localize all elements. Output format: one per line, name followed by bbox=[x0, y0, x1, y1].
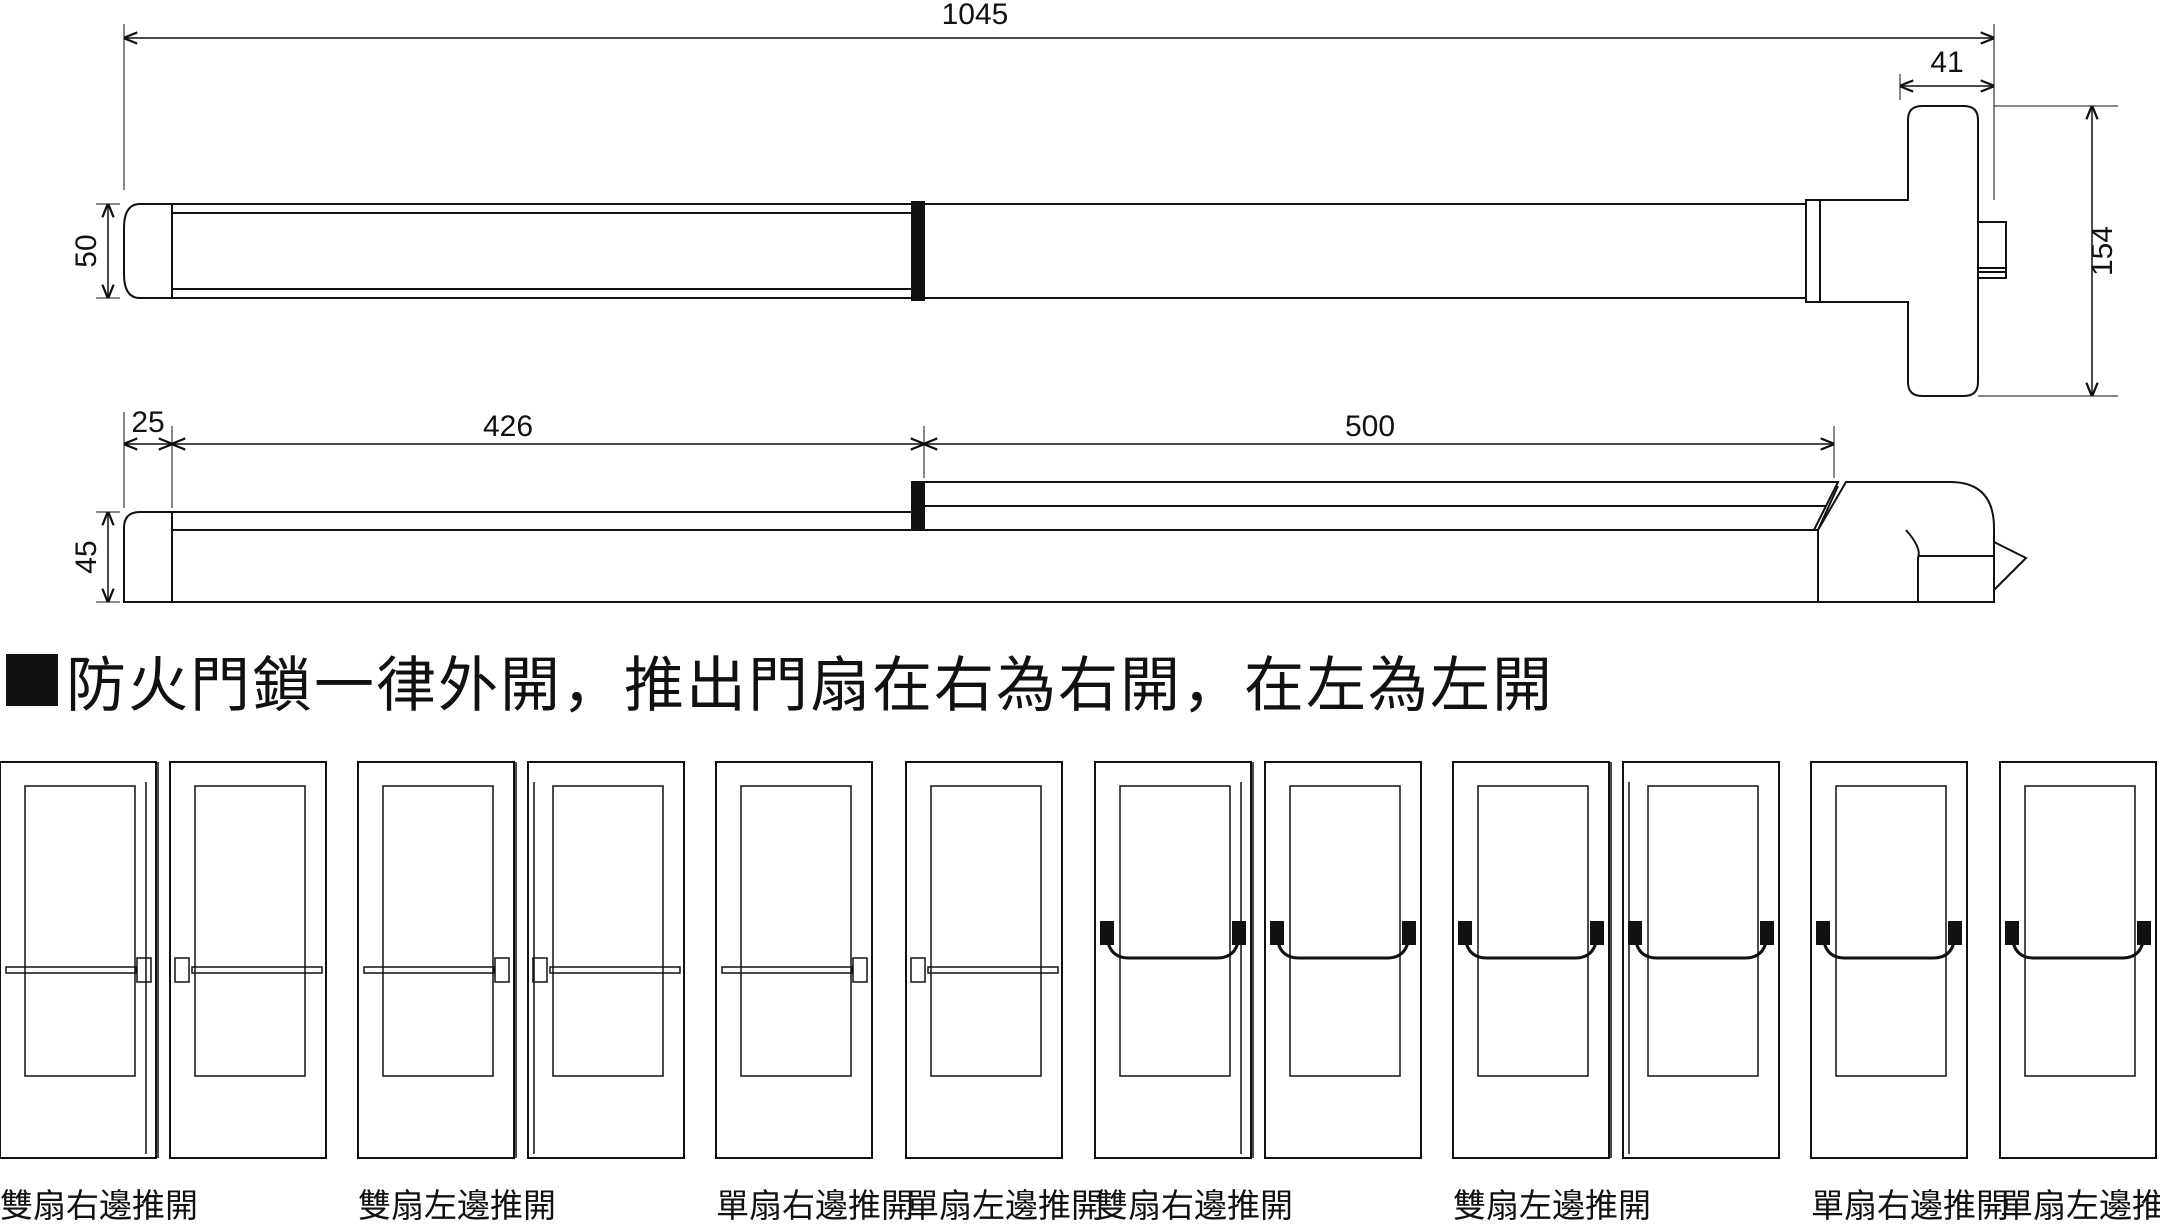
door-leaf bbox=[715, 761, 873, 1159]
loop-handle bbox=[1463, 931, 1599, 960]
door-caption: 雙扇左邊推開 bbox=[358, 1186, 556, 1225]
push-bar-lock bbox=[910, 957, 926, 983]
door-leaf-right bbox=[169, 761, 327, 1159]
top-view-latch-plate bbox=[1805, 199, 1821, 303]
door-glass-panel bbox=[1647, 785, 1759, 1077]
side-view-latch-cutout bbox=[1905, 529, 1994, 602]
side-view bbox=[96, 412, 2028, 603]
top-view-push-channel bbox=[171, 212, 913, 290]
door-glass-panel bbox=[24, 785, 136, 1077]
door-leaf-left bbox=[1094, 761, 1252, 1159]
door-leaf-right bbox=[527, 761, 685, 1159]
loop-handle bbox=[1105, 931, 1241, 960]
dim-body: 500 bbox=[1345, 410, 1395, 443]
dim-handle-offset: 41 bbox=[1930, 46, 1963, 79]
push-bar bbox=[549, 966, 681, 974]
door-leaf bbox=[905, 761, 1063, 1159]
door-caption: 單扇右邊推開 bbox=[716, 1186, 914, 1225]
side-view-detail-line bbox=[1817, 485, 1839, 531]
push-bar bbox=[721, 966, 853, 974]
door-leaf bbox=[357, 761, 515, 1159]
door-leaf bbox=[1999, 761, 2157, 1159]
top-view-handle bbox=[1805, 105, 1979, 397]
side-view-touchpad bbox=[923, 481, 1840, 531]
black-square-bullet bbox=[6, 654, 58, 706]
side-view-push-bar bbox=[171, 511, 913, 531]
door-leaf-right bbox=[1264, 761, 1422, 1159]
side-view-divider bbox=[911, 481, 925, 531]
door-leaf bbox=[169, 761, 327, 1159]
door-glass-panel bbox=[2024, 785, 2136, 1077]
loop-handle bbox=[1633, 931, 1769, 960]
push-bar bbox=[5, 966, 137, 974]
top-view-end-cap bbox=[123, 203, 173, 299]
dim-end-cap: 25 bbox=[131, 406, 164, 439]
push-bar-lock bbox=[136, 957, 152, 983]
push-bar-lock bbox=[852, 957, 868, 983]
door-leaf bbox=[1094, 761, 1252, 1159]
headline: 防火門鎖一律外開，推出門扇在右為右開，在左為左開 bbox=[6, 640, 1554, 721]
door-caption: 單扇左邊推開 bbox=[2000, 1186, 2160, 1225]
dim-bar-height: 50 bbox=[70, 234, 103, 267]
door-diagrams bbox=[0, 761, 2157, 1159]
door-glass-panel bbox=[1835, 785, 1947, 1077]
door-leaf bbox=[1452, 761, 1610, 1159]
push-bar-lock bbox=[174, 957, 190, 983]
door-leaf-left bbox=[1452, 761, 1610, 1159]
door-leaf bbox=[1264, 761, 1422, 1159]
door-leaf-left bbox=[0, 761, 157, 1159]
door-leaf bbox=[1810, 761, 1968, 1159]
door-caption: 雙扇右邊推開 bbox=[1095, 1186, 1293, 1225]
door-caption: 雙扇左邊推開 bbox=[1453, 1186, 1651, 1225]
headline-text: 防火門鎖一律外開，推出門扇在右為右開，在左為左開 bbox=[66, 650, 1554, 721]
dim-handle-height: 154 bbox=[2086, 226, 2119, 276]
door-glass-panel bbox=[1477, 785, 1589, 1077]
top-view bbox=[96, 24, 2118, 397]
top-view-latch-pin bbox=[1977, 267, 2007, 279]
side-view-end-cap bbox=[123, 511, 173, 603]
top-view-divider bbox=[911, 201, 925, 301]
side-view-mechanism-case bbox=[1817, 481, 1995, 603]
loop-handle bbox=[1275, 931, 1411, 960]
push-bar bbox=[191, 966, 323, 974]
loop-handle bbox=[1821, 931, 1957, 960]
door-caption: 單扇左邊推開 bbox=[906, 1186, 1104, 1225]
dim-push-bar: 426 bbox=[483, 410, 533, 443]
side-view-base bbox=[171, 529, 1819, 603]
door-leaf-single bbox=[905, 761, 1063, 1159]
door-leaf bbox=[0, 761, 157, 1159]
loop-handle bbox=[2010, 931, 2146, 960]
push-bar bbox=[927, 966, 1059, 974]
door-leaf-right bbox=[1622, 761, 1780, 1159]
dim-side-height: 45 bbox=[70, 540, 103, 573]
dim-overall-length: 1045 bbox=[942, 0, 1009, 31]
top-view-bar-body bbox=[171, 203, 1807, 299]
door-glass-panel bbox=[930, 785, 1042, 1077]
door-caption: 雙扇右邊推開 bbox=[0, 1186, 198, 1225]
push-bar-lock bbox=[532, 957, 548, 983]
push-bar-lock bbox=[494, 957, 510, 983]
door-leaf-single bbox=[715, 761, 873, 1159]
push-bar bbox=[363, 966, 495, 974]
door-leaf-single bbox=[1999, 761, 2157, 1159]
door-leaf bbox=[1622, 761, 1780, 1159]
door-leaf bbox=[527, 761, 685, 1159]
side-view-latch bbox=[1993, 541, 2028, 591]
door-leaf-single bbox=[1810, 761, 1968, 1159]
door-glass-panel bbox=[1289, 785, 1401, 1077]
door-leaf-left bbox=[357, 761, 515, 1159]
top-view-latch-bolt bbox=[1977, 221, 2007, 273]
door-glass-panel bbox=[740, 785, 852, 1077]
door-caption: 單扇右邊推開 bbox=[1811, 1186, 2009, 1225]
door-glass-panel bbox=[194, 785, 306, 1077]
door-glass-panel bbox=[1119, 785, 1231, 1077]
door-glass-panel bbox=[552, 785, 664, 1077]
door-glass-panel bbox=[382, 785, 494, 1077]
